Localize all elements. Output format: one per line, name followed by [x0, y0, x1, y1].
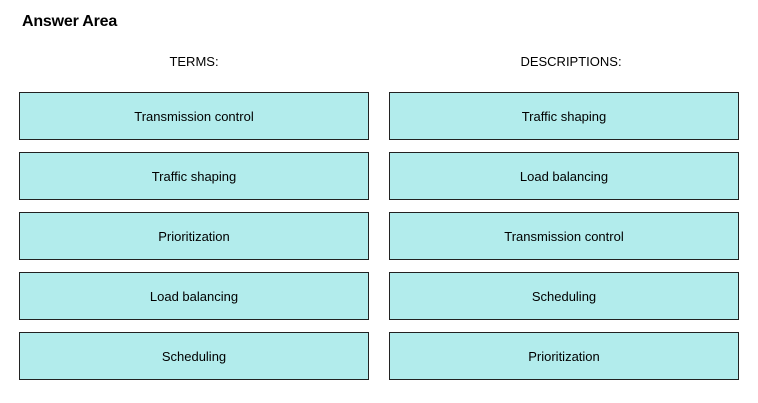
- term-box-scheduling[interactable]: Scheduling: [19, 332, 369, 380]
- answer-area-title: Answer Area: [22, 13, 118, 30]
- descriptions-header: DESCRIPTIONS:: [520, 54, 622, 69]
- term-label: Transmission control: [134, 108, 254, 124]
- description-label: Transmission control: [504, 228, 624, 244]
- description-box-transmission-control[interactable]: Transmission control: [389, 212, 739, 260]
- terms-header: TERMS:: [169, 54, 219, 69]
- description-label: Load balancing: [519, 168, 609, 184]
- descriptions-column: Traffic shaping Load balancing Transmiss…: [389, 92, 739, 392]
- term-box-transmission-control[interactable]: Transmission control: [19, 92, 369, 140]
- term-label: Prioritization: [158, 228, 230, 244]
- description-label: Prioritization: [528, 348, 600, 364]
- term-box-prioritization[interactable]: Prioritization: [19, 212, 369, 260]
- term-label: Scheduling: [161, 348, 227, 364]
- description-label: Scheduling: [531, 288, 597, 304]
- description-box-load-balancing[interactable]: Load balancing: [389, 152, 739, 200]
- term-box-load-balancing[interactable]: Load balancing: [19, 272, 369, 320]
- term-label: Traffic shaping: [151, 168, 237, 184]
- description-label: Traffic shaping: [521, 108, 607, 124]
- description-box-scheduling[interactable]: Scheduling: [389, 272, 739, 320]
- term-label: Load balancing: [149, 288, 239, 304]
- term-box-traffic-shaping[interactable]: Traffic shaping: [19, 152, 369, 200]
- description-box-prioritization[interactable]: Prioritization: [389, 332, 739, 380]
- description-box-traffic-shaping[interactable]: Traffic shaping: [389, 92, 739, 140]
- terms-column: Transmission control Traffic shaping Pri…: [19, 92, 369, 392]
